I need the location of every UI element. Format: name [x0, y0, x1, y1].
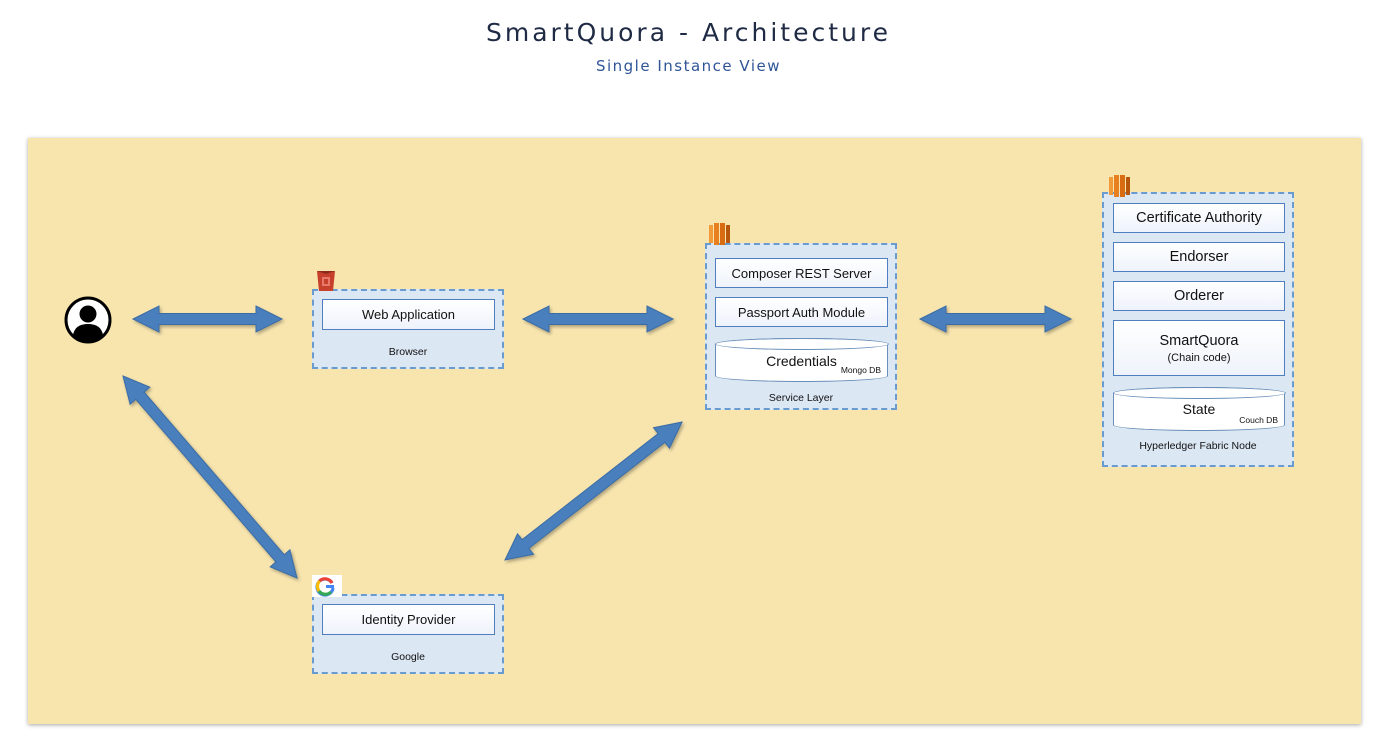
smartquora-chaincode-title: SmartQuora: [1159, 332, 1239, 349]
service-layer-caption: Service Layer: [768, 392, 834, 404]
user-silhouette-icon: [64, 296, 112, 344]
arrow-user-google: [122, 375, 298, 579]
state-db-label: State: [1182, 401, 1216, 417]
endorser-box[interactable]: Endorser: [1113, 242, 1285, 272]
diagram-subtitle: Single Instance View: [595, 57, 782, 75]
mongo-db-label: Mongo DB: [840, 365, 881, 375]
service-layer-group: Composer REST Server Passport Auth Modul…: [705, 243, 897, 410]
arrow-service-fabric: [918, 305, 1073, 333]
credentials-db-cylinder[interactable]: Credentials Mongo DB: [714, 337, 889, 382]
google-group: Identity Provider Google: [312, 594, 504, 674]
smartquora-chaincode-box[interactable]: SmartQuora (Chain code): [1113, 320, 1285, 376]
browser-caption: Browser: [388, 346, 428, 358]
diagram-title: SmartQuora - Architecture: [485, 18, 891, 47]
arrow-user-browser: [131, 305, 284, 333]
arrow-service-google: [504, 421, 683, 561]
chaincode-subtitle: (Chain code): [1167, 351, 1231, 364]
browser-group: Web Application Browser: [312, 289, 504, 369]
credentials-db-label: Credentials: [766, 353, 837, 369]
google-g-icon: [312, 575, 342, 597]
aws-ec2-icon: [709, 223, 730, 245]
couch-db-label: Couch DB: [1239, 415, 1278, 425]
composer-rest-server-box[interactable]: Composer REST Server: [715, 258, 888, 288]
fabric-node-group: Certificate Authority Endorser Orderer S…: [1102, 192, 1294, 467]
fabric-node-caption: Hyperledger Fabric Node: [1139, 440, 1257, 452]
passport-auth-module-box[interactable]: Passport Auth Module: [715, 297, 888, 327]
aws-s3-icon: [317, 271, 335, 291]
arrow-browser-service: [521, 305, 675, 333]
orderer-box[interactable]: Orderer: [1113, 281, 1285, 311]
aws-ec2-icon: [1109, 175, 1130, 197]
certificate-authority-box[interactable]: Certificate Authority: [1113, 203, 1285, 233]
identity-provider-box[interactable]: Identity Provider: [322, 604, 495, 635]
web-application-box[interactable]: Web Application: [322, 299, 495, 330]
google-caption: Google: [391, 651, 425, 663]
state-db-cylinder[interactable]: State Couch DB: [1112, 386, 1286, 431]
